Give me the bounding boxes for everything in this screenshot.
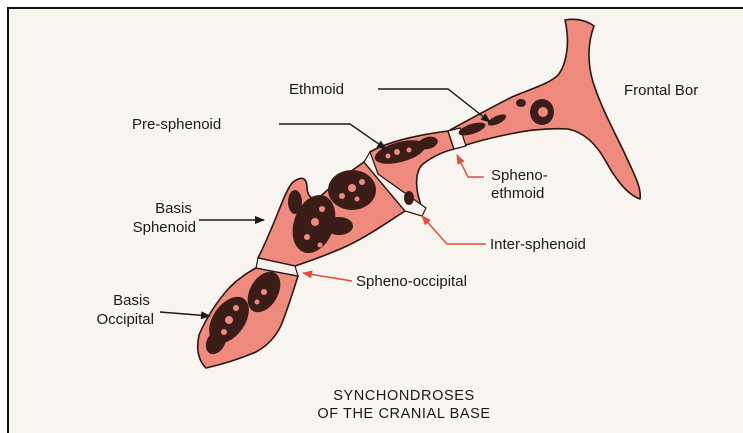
basis-occipital-label-line1: Basis: [113, 292, 150, 309]
figure-plate: Frontal Bor Ethmoid Pre-sphenoid Basis S…: [7, 7, 743, 433]
pre-sphenoid-pointer: [279, 124, 386, 149]
spheno-occipital-label: Spheno-occipital: [356, 273, 467, 290]
frontal-bone-label: Frontal Bor: [624, 82, 698, 99]
caption-line-1: SYNCHONDROSES: [333, 388, 475, 404]
spheno-occipital-pointer: [303, 273, 352, 281]
basis-sphenoid-label-line2: Sphenoid: [133, 219, 196, 236]
inter-sphenoid-pointer: [422, 216, 486, 244]
spheno-ethmoid-label-line2: ethmoid: [491, 185, 544, 202]
basis-sphenoid-label-line1: Basis: [155, 200, 192, 217]
caption-line-2: OF THE CRANIAL BASE: [317, 406, 490, 422]
basis-sphenoid-label: Basis Sphenoid: [133, 200, 196, 236]
pre-sphenoid-label: Pre-sphenoid: [132, 116, 221, 133]
ethmoid-label: Ethmoid: [289, 81, 344, 98]
spheno-ethmoid-label: Spheno- ethmoid: [491, 167, 552, 202]
spheno-ethmoid-pointer: [457, 155, 484, 177]
basis-occipital-label-line2: Occipital: [96, 311, 154, 328]
cranial-base-diagram: Frontal Bor Ethmoid Pre-sphenoid Basis S…: [9, 9, 743, 433]
basis-occipital-pointer: [160, 312, 210, 316]
basis-occipital-label: Basis Occipital: [96, 292, 154, 328]
spheno-ethmoid-label-line1: Spheno-: [491, 167, 548, 184]
inter-sphenoid-label: Inter-sphenoid: [490, 236, 586, 253]
